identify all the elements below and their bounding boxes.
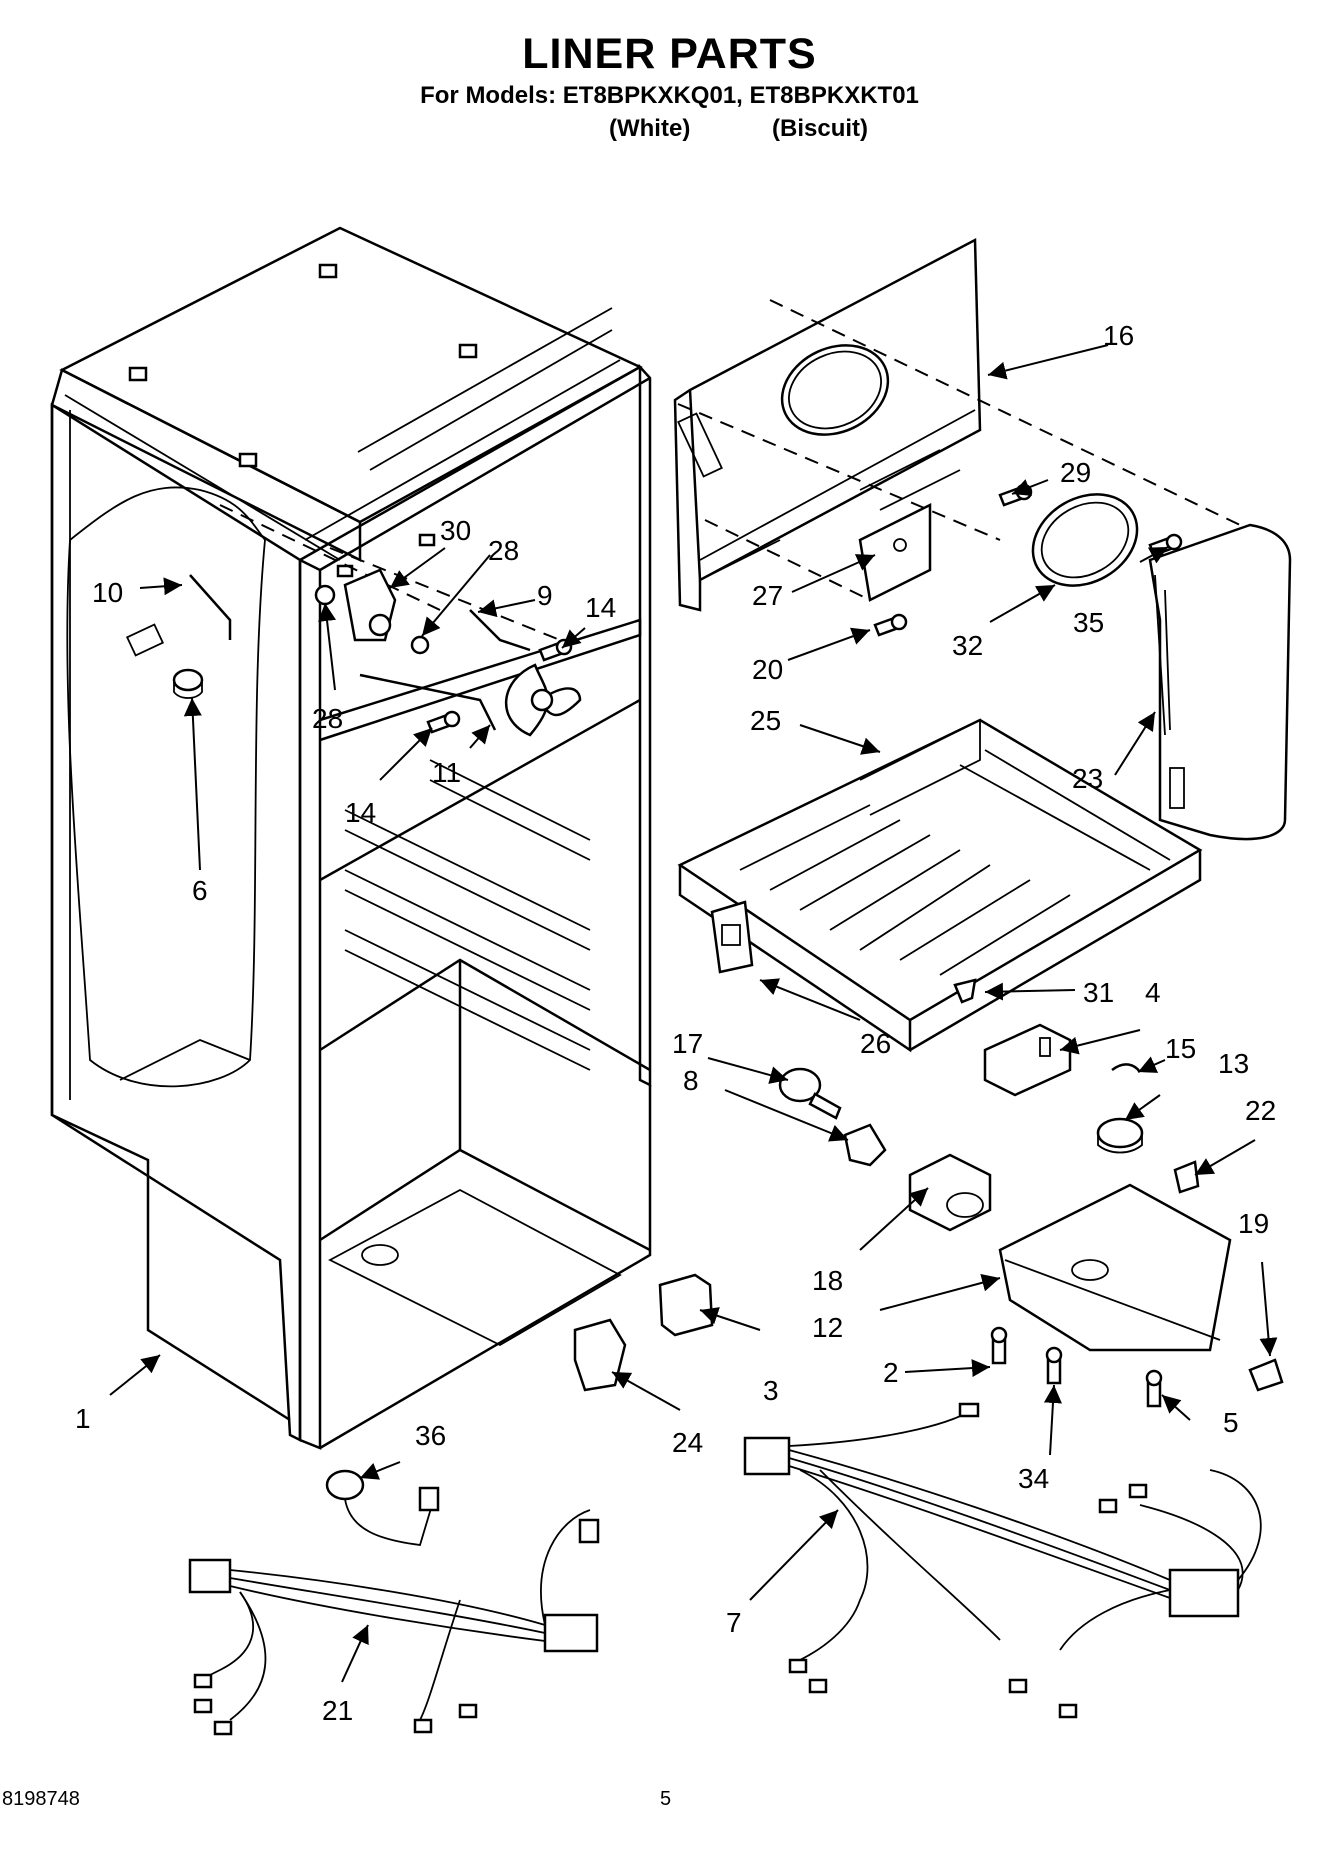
callout-24: 24	[672, 1427, 703, 1458]
callout-12: 12	[812, 1312, 843, 1343]
lamp-shield	[908, 1153, 992, 1232]
callout-10: 10	[92, 577, 123, 608]
variant-biscuit: (Biscuit)	[772, 115, 868, 142]
callout-18: 18	[812, 1265, 843, 1296]
part-31	[953, 978, 977, 1004]
callout-16: 16	[1103, 320, 1134, 351]
callout-32: 32	[952, 630, 983, 661]
air-duct-panel	[673, 237, 982, 612]
callout-5: 5	[1223, 1407, 1239, 1438]
callout-15: 15	[1165, 1033, 1196, 1064]
callout-1: 1	[75, 1403, 91, 1434]
screw-34	[1045, 1346, 1063, 1385]
callout-2: 2	[883, 1357, 899, 1388]
callout-23: 23	[1072, 763, 1103, 794]
callout-20: 20	[752, 654, 783, 685]
callout-14-top: 14	[585, 592, 616, 623]
callout-8: 8	[683, 1065, 699, 1096]
callout-25: 25	[750, 705, 781, 736]
callout-21: 21	[322, 1695, 353, 1726]
part-24	[573, 1318, 627, 1392]
sensor-22	[1173, 1160, 1200, 1194]
callout-4: 4	[1145, 977, 1161, 1008]
callout-34: 34	[1018, 1463, 1049, 1494]
control-board	[983, 1023, 1072, 1097]
screw-5	[1145, 1369, 1163, 1408]
liner-cabinet	[50, 226, 652, 1450]
callout-29: 29	[1060, 457, 1091, 488]
damper-control	[314, 568, 430, 655]
callout-26: 26	[860, 1028, 891, 1059]
shelf-tray	[677, 718, 1203, 1053]
diagram-header: LINER PARTS For Models: ET8BPKXKQ01, ET8…	[0, 30, 1339, 110]
callout-31: 31	[1083, 977, 1114, 1008]
callout-28-top: 28	[488, 535, 519, 566]
callout-14-bottom: 14	[345, 797, 376, 828]
callout-labels: 16 29 35 32 20 27 23 25 31 26 4 15 13 22…	[75, 320, 1276, 1726]
fan-motor-bracket	[189, 574, 531, 731]
callout-19: 19	[1238, 1208, 1269, 1239]
light-socket	[843, 1123, 887, 1167]
page-title: LINER PARTS	[522, 30, 817, 78]
callout-17: 17	[672, 1028, 703, 1059]
callout-7: 7	[726, 1607, 742, 1638]
callout-13: 13	[1218, 1048, 1249, 1079]
models-line: For Models: ET8BPKXKQ01, ET8BPKXKT01	[420, 82, 919, 109]
wire-harness-main	[743, 1402, 1262, 1719]
callout-27: 27	[752, 580, 783, 611]
callout-28-bottom: 28	[312, 703, 343, 734]
screw-14b	[426, 710, 461, 734]
callout-6: 6	[192, 875, 208, 906]
variant-white: (White)	[609, 115, 691, 142]
control-housing	[998, 1183, 1232, 1352]
callout-36: 36	[415, 1420, 446, 1451]
vent-ring	[1031, 493, 1139, 587]
wire-harness-21	[188, 1469, 600, 1736]
part-3	[658, 1273, 714, 1337]
fan-blade	[504, 663, 582, 737]
screw-2	[990, 1326, 1008, 1365]
part-19	[1248, 1358, 1284, 1392]
screw-20	[873, 613, 908, 637]
callout-35: 35	[1073, 607, 1104, 638]
callout-22: 22	[1245, 1095, 1276, 1126]
leader-arrows	[109, 344, 1278, 1683]
light-bulb	[778, 1067, 842, 1120]
callout-9: 9	[537, 580, 553, 611]
document-number: 8198748	[2, 1788, 80, 1810]
thermostat	[1096, 1117, 1144, 1154]
callout-3: 3	[763, 1375, 779, 1406]
evaporator-cover	[1148, 523, 1292, 841]
part-26	[710, 900, 754, 974]
clip-15	[1111, 1063, 1142, 1073]
callout-11: 11	[432, 757, 461, 788]
page-number: 5	[660, 1788, 672, 1810]
callout-30: 30	[440, 515, 471, 546]
